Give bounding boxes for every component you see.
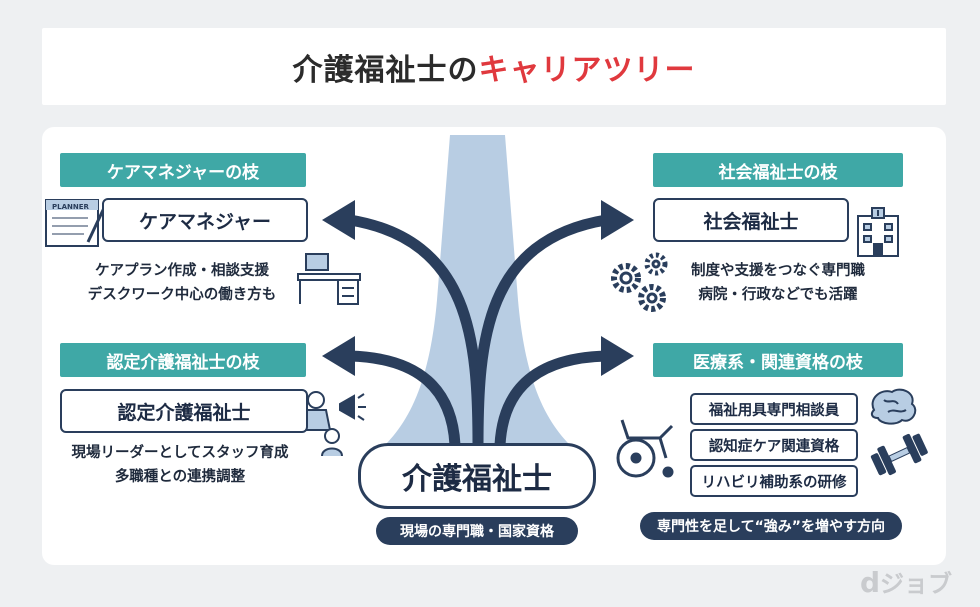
brain-icon xyxy=(870,388,917,425)
tag-social-worker-branch: 社会福祉士の枝 xyxy=(653,153,903,187)
box-care-manager: ケアマネジャー xyxy=(102,198,308,242)
pill-specialty: 専門性を足して“強み”を増やす方向 xyxy=(640,512,902,540)
tree-trunk xyxy=(385,135,570,445)
wheelchair-icon xyxy=(616,419,674,478)
desc-social-worker-line1: 制度や支援をつなぐ専門職 xyxy=(691,263,865,279)
desc-certified-care-line2: 多職種との連携調整 xyxy=(114,469,246,485)
svg-text:PLANNER: PLANNER xyxy=(52,203,90,211)
logo-text: ジョブ xyxy=(880,570,952,598)
tag-care-manager-branch: ケアマネジャーの枝 xyxy=(60,153,306,187)
pill-center: 現場の専門職・国家資格 xyxy=(376,517,578,545)
center-care-worker: 介護福祉士 xyxy=(358,443,596,509)
desk-icon xyxy=(297,253,361,305)
tag-medical-branch: 医療系・関連資格の枝 xyxy=(653,343,903,377)
planner-icon: PLANNER xyxy=(45,199,106,247)
desc-social-worker-line2: 病院・行政などでも活躍 xyxy=(698,287,858,303)
page-title: 介護福祉士のキャリアツリー xyxy=(42,28,946,105)
desc-certified-care: 現場リーダーとしてスタッフ育成 多職種との連携調整 xyxy=(56,441,304,489)
item-welfare-equipment: 福祉用具専門相談員 xyxy=(690,393,858,425)
desc-certified-care-line1: 現場リーダーとしてスタッフ育成 xyxy=(71,445,289,461)
gears-icon xyxy=(611,252,668,312)
building-icon xyxy=(857,207,899,257)
arrow-certified-care xyxy=(344,350,461,451)
logo-d: d xyxy=(859,566,880,599)
box-social-worker: 社会福祉士 xyxy=(653,198,849,242)
title-part2: キャリアツリー xyxy=(478,52,696,88)
box-certified-care: 認定介護福祉士 xyxy=(60,389,308,433)
item-dementia-care: 認知症ケア関連資格 xyxy=(690,429,858,461)
tag-certified-care-branch: 認定介護福祉士の枝 xyxy=(60,343,306,377)
desc-care-manager: ケアプラン作成・相談支援 デスクワーク中心の働き方も xyxy=(72,259,292,307)
item-rehab-training: リハビリ補助系の研修 xyxy=(690,465,858,497)
desc-care-manager-line2: デスクワーク中心の働き方も xyxy=(87,287,277,303)
brand-logo: dジョブ xyxy=(860,564,952,599)
arrow-social-worker xyxy=(472,214,612,451)
desc-care-manager-line1: ケアプラン作成・相談支援 xyxy=(95,263,269,279)
dumbbell-icon xyxy=(870,433,928,476)
desc-social-worker: 制度や支援をつなぐ専門職 病院・行政などでも活躍 xyxy=(678,259,878,307)
arrow-medical xyxy=(494,350,612,451)
title-part1: 介護福祉士の xyxy=(292,52,479,88)
